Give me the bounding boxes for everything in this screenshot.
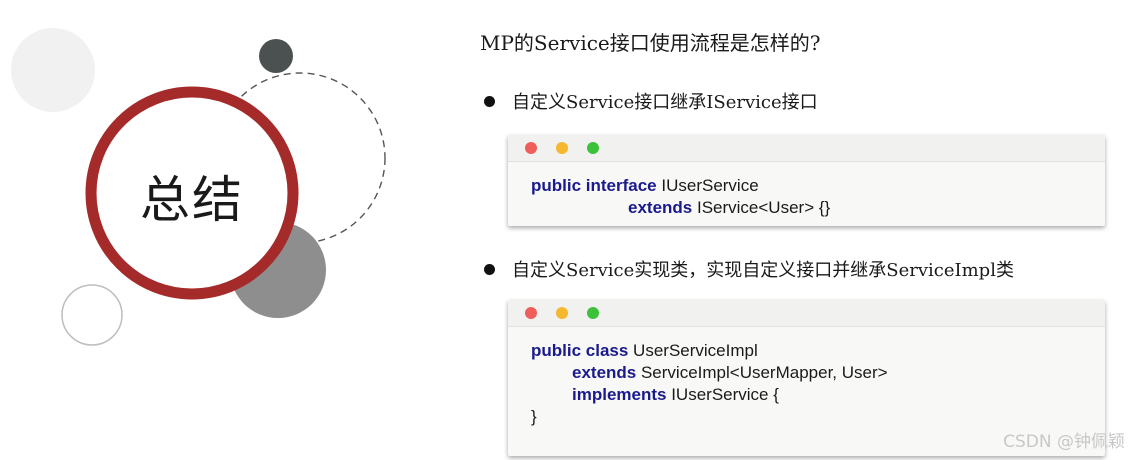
code-text: ServiceImpl<UserMapper, User>: [636, 363, 888, 382]
summary-ring: [85, 86, 299, 300]
code-text: IUserService {: [666, 385, 779, 404]
bullet-text-2: 自定义Service实现类，实现自定义接口并继承ServiceImpl类: [512, 260, 1014, 281]
code-window-titlebar: [508, 135, 1105, 162]
maximize-dot-icon: [587, 142, 599, 154]
code-line: implements IUserService {: [531, 384, 1105, 406]
bullet-text-1: 自定义Service接口继承IService接口: [512, 92, 818, 113]
light-gray-circle: [11, 28, 95, 112]
code-keyword: public class: [531, 341, 629, 360]
minimize-dot-icon: [556, 142, 568, 154]
code-keyword: implements: [572, 385, 667, 404]
minimize-dot-icon: [556, 307, 568, 319]
watermark: CSDN @钟佩颖: [1003, 432, 1125, 452]
code-line: extends IService<User> {}: [531, 197, 1105, 219]
decorative-circles: [11, 28, 386, 346]
code-line: extends ServiceImpl<UserMapper, User>: [531, 362, 1105, 384]
bullet-item-1: 自定义Service接口继承IService接口: [484, 88, 818, 114]
code-keyword: extends: [572, 363, 637, 382]
dark-gray-dot: [259, 39, 293, 73]
summary-title: 总结: [140, 171, 244, 229]
code-text: }: [531, 407, 537, 426]
close-dot-icon: [525, 307, 537, 319]
code-line: public class UserServiceImpl: [531, 340, 1105, 362]
code-text: IService<User> {}: [692, 198, 831, 217]
question-heading: MP的Service接口使用流程是怎样的?: [480, 31, 821, 55]
bullet-dot-icon: [484, 263, 495, 275]
code-keyword: extends: [628, 198, 693, 217]
close-dot-icon: [525, 142, 537, 154]
outline-circle: [61, 284, 123, 346]
bullet-dot-icon: [484, 95, 495, 107]
bullet-item-2: 自定义Service实现类，实现自定义接口并继承ServiceImpl类: [484, 256, 1014, 282]
code-line: }: [531, 406, 1105, 428]
code-text: UserServiceImpl: [628, 341, 758, 360]
code-window-titlebar: [508, 300, 1105, 327]
code-text: IUserService: [656, 176, 759, 195]
maximize-dot-icon: [587, 307, 599, 319]
code-line: public interface IUserService: [531, 175, 1105, 197]
code-keyword: public interface: [531, 176, 657, 195]
